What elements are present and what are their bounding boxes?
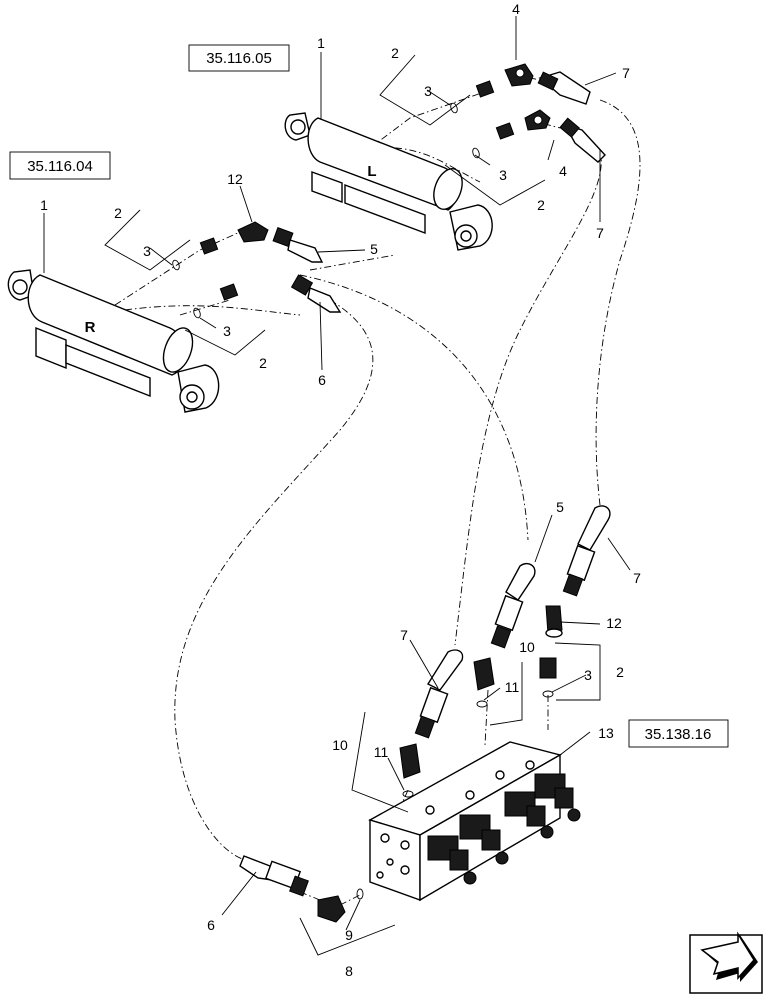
- callout-3-c: 3: [143, 243, 151, 259]
- hose-6-lower[interactable]: [239, 855, 309, 897]
- hose-end-right-upper[interactable]: [272, 227, 324, 263]
- hose-5-lower[interactable]: [490, 562, 536, 649]
- callout-13: 13: [598, 725, 614, 741]
- elbow-8-fitting[interactable]: [317, 895, 346, 923]
- valve-block[interactable]: [368, 741, 581, 902]
- callout-10-lower: 10: [332, 737, 348, 753]
- callout-2-b: 2: [537, 197, 545, 213]
- ref-box-left-cylinder[interactable]: 35.116.05: [188, 44, 290, 72]
- callout-11-upper: 11: [505, 679, 520, 695]
- callout-8: 8: [345, 963, 353, 979]
- oring-right-lower[interactable]: [192, 307, 201, 319]
- callout-2-e: 2: [616, 664, 624, 680]
- callout-1-left: 1: [317, 35, 325, 51]
- fitting-adapter-right-upper[interactable]: [199, 237, 219, 255]
- callout-7-a: 7: [622, 65, 630, 81]
- solenoid-3[interactable]: [504, 791, 554, 839]
- fitting-adapter-left-upper[interactable]: [475, 80, 495, 98]
- callout-11-lower: 11: [374, 744, 389, 760]
- fitting-adapter-lower[interactable]: [539, 657, 557, 679]
- elbow-fitting-left-lower[interactable]: [524, 109, 551, 131]
- hose-end-left-upper[interactable]: [537, 71, 591, 105]
- callout-7-d: 7: [400, 627, 408, 643]
- hose-end-left-lower[interactable]: [559, 117, 606, 163]
- oring-left-upper[interactable]: [449, 102, 458, 114]
- oring-right-upper[interactable]: [171, 259, 180, 271]
- elbow-fitting-right[interactable]: [237, 221, 269, 243]
- hose-7-lower-left[interactable]: [414, 649, 464, 739]
- callout-6-lower: 6: [207, 917, 215, 933]
- callout-6-upper: 6: [318, 372, 326, 388]
- callout-3-d: 3: [223, 323, 231, 339]
- cylinder-right-label: R: [85, 319, 96, 336]
- fitting-adapter-left-lower[interactable]: [495, 122, 515, 140]
- hose-7-lower-right[interactable]: [562, 505, 611, 597]
- elbow-10-upper[interactable]: [473, 657, 495, 691]
- elbow-fitting-left-upper[interactable]: [504, 63, 534, 87]
- oring-lower-3[interactable]: [542, 690, 554, 698]
- hose-end-right-lower[interactable]: [290, 274, 342, 313]
- bracket-lines: [104, 54, 601, 956]
- callout-4-b: 4: [559, 163, 567, 179]
- ref-valve-text: 35.138.16: [645, 726, 712, 743]
- callout-9: 9: [345, 927, 353, 943]
- callout-2-a: 2: [391, 45, 399, 61]
- callout-2-c: 2: [114, 205, 122, 221]
- callout-2-d: 2: [259, 355, 267, 371]
- ref-box-valve[interactable]: 35.138.16: [628, 719, 729, 748]
- ref-left-cylinder-text: 35.116.05: [206, 50, 272, 67]
- oring-9[interactable]: [356, 888, 364, 900]
- fitting-12-lower[interactable]: [545, 605, 563, 638]
- oring-11-lower[interactable]: [402, 790, 414, 798]
- callout-7-b: 7: [596, 225, 604, 241]
- elbow-10-lower[interactable]: [399, 743, 421, 779]
- leader-lines: [43, 16, 631, 931]
- ref-box-right-cylinder[interactable]: 35.116.04: [9, 151, 111, 180]
- oring-left-lower[interactable]: [471, 147, 480, 159]
- callout-3-a: 3: [424, 83, 432, 99]
- callout-4-a: 4: [512, 1, 520, 17]
- cylinder-left-label: L: [367, 163, 376, 180]
- callout-1-right: 1: [40, 197, 48, 213]
- cylinder-right[interactable]: R: [7, 269, 220, 413]
- ref-right-cylinder-text: 35.116.04: [27, 158, 93, 175]
- callouts: 1 1 2 2 2 2 2 3 3 3 3 3 4 4 5 5 6 6 7 7 …: [40, 1, 641, 979]
- callout-10-upper: 10: [519, 639, 535, 655]
- solenoid-4[interactable]: [534, 773, 581, 822]
- fitting-adapter-right-lower[interactable]: [219, 283, 239, 301]
- callout-12-lower: 12: [606, 615, 622, 631]
- callout-12-upper: 12: [227, 171, 243, 187]
- cylinder-left[interactable]: L: [284, 112, 493, 251]
- callout-7-c: 7: [633, 570, 641, 586]
- callout-5-upper: 5: [370, 241, 378, 257]
- oring-11-upper[interactable]: [476, 700, 488, 708]
- callout-3-e: 3: [584, 667, 592, 683]
- next-page-arrow-icon[interactable]: [689, 931, 763, 994]
- solenoid-2[interactable]: [459, 814, 509, 865]
- callout-5-lower: 5: [556, 499, 564, 515]
- callout-3-b: 3: [499, 167, 507, 183]
- solenoid-1[interactable]: [427, 835, 477, 885]
